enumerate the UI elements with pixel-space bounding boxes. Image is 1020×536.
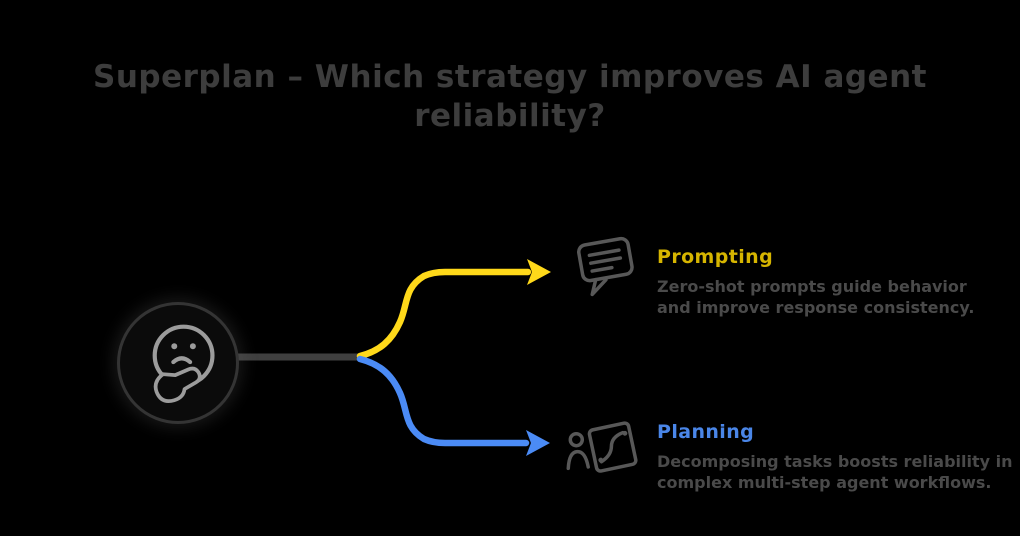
- face-hand: [153, 366, 202, 403]
- branch-label-planning: Planning: [657, 421, 755, 443]
- planning-arrowhead: [526, 430, 550, 456]
- thinking-face-icon: [152, 324, 215, 403]
- planning-board-icon: [560, 411, 643, 486]
- face-right-eye: [189, 343, 196, 350]
- branch-label-prompting: Prompting: [657, 246, 774, 268]
- branch-description-prompting: Zero-shot prompts guide behavior and imp…: [657, 277, 975, 317]
- prompt-speech-bubble-icon: [563, 230, 645, 307]
- planning-arrow-line: [356, 355, 530, 447]
- prompting-arrow-line: [356, 268, 532, 360]
- route-start-dot: [598, 457, 604, 463]
- root-node: [117, 302, 239, 424]
- face-left-eye: [171, 343, 178, 350]
- route-end-dot: [622, 430, 628, 436]
- branch-description-planning: Decomposing tasks boosts reliability in …: [657, 452, 1013, 492]
- prompting-arrowhead: [527, 259, 551, 285]
- diagram-title: Superplan – Which strategy improves AI a…: [93, 59, 927, 134]
